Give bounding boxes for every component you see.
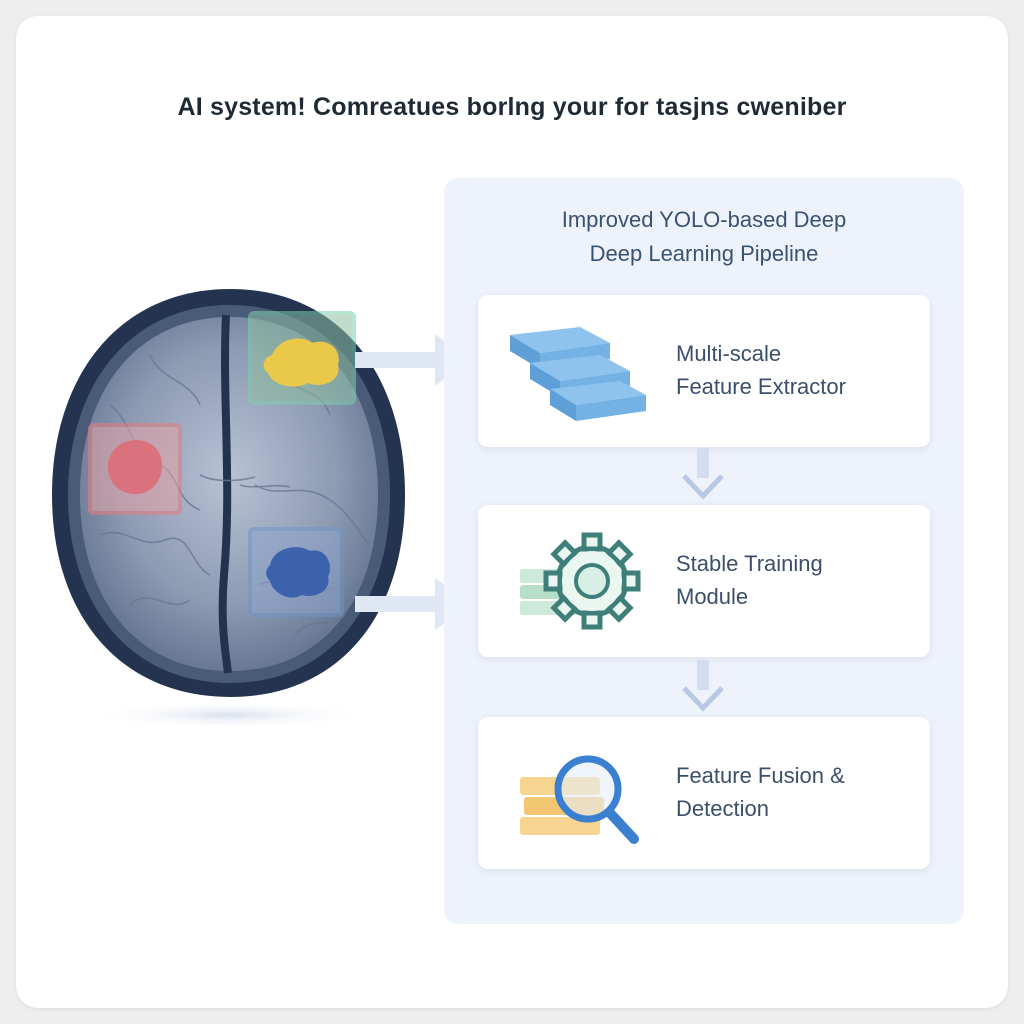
arrow-down-2 (682, 660, 724, 712)
brain-scan-svg (52, 289, 405, 729)
magnifier (554, 755, 639, 844)
step-label-feature-fusion: Feature Fusion & Detection (676, 759, 916, 825)
stacked-layers-icon (500, 305, 660, 437)
pipeline-title-line2: Deep Learning Pipeline (589, 241, 819, 266)
step-card-stable-training: Stable Training Module (478, 505, 930, 657)
step3-line1: Feature Fusion & (676, 763, 845, 788)
brain-shadow (90, 701, 370, 729)
brain-midline (218, 314, 232, 674)
step3-line2: Detection (676, 796, 769, 821)
lesion-blue (266, 547, 330, 598)
arrow-down-1 (682, 448, 724, 500)
gear (543, 532, 641, 630)
step2-line1: Stable Training (676, 551, 823, 576)
brain-scan-illustration (40, 285, 420, 729)
step-label-stable-training: Stable Training Module (676, 547, 916, 613)
gear-icon (500, 515, 660, 647)
headline: AI system! Comreatues borlng your for ta… (177, 93, 847, 121)
pipeline-title-line1: Improved YOLO-based Deep (561, 207, 847, 232)
step-card-feature-extractor: Multi-scale Feature Extractor (478, 295, 930, 447)
step1-line2: Feature Extractor (676, 374, 846, 399)
lesion-yellow (263, 338, 339, 387)
layer-stack (510, 327, 646, 421)
lesion-red (107, 439, 163, 495)
step-label-feature-extractor: Multi-scale Feature Extractor (676, 337, 916, 403)
pipeline-title: Improved YOLO-based Deep Deep Learning P… (444, 203, 964, 271)
step2-line2: Module (676, 584, 749, 609)
magnifier-icon (500, 727, 660, 859)
step1-line1: Multi-scale (676, 341, 782, 366)
step-card-feature-fusion: Feature Fusion & Detection (478, 717, 930, 869)
